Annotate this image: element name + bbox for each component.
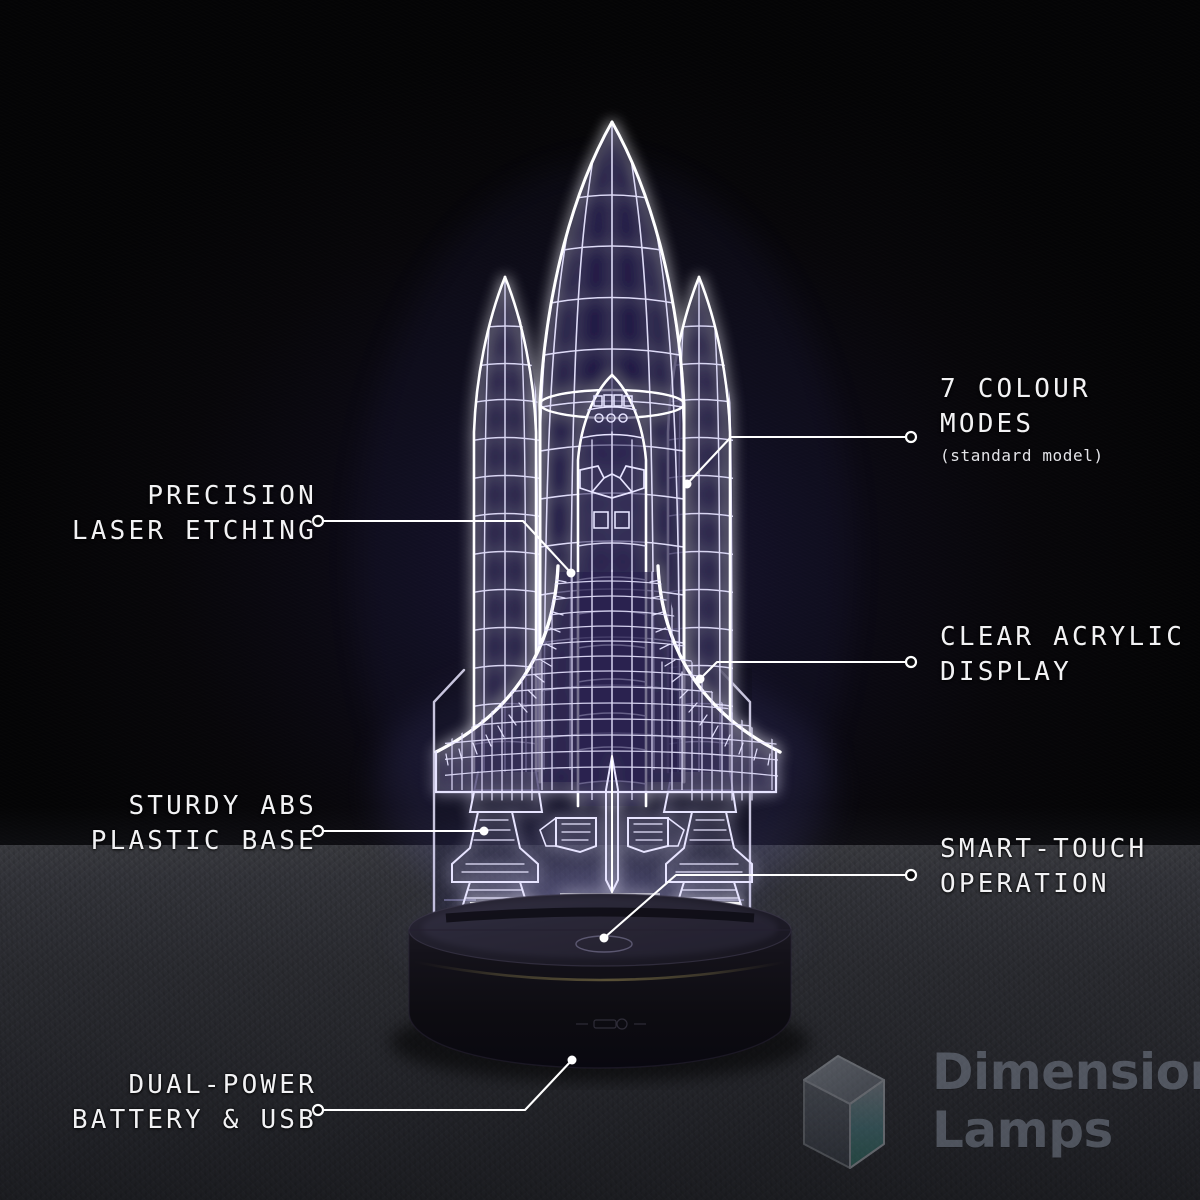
callout-line-2: OPERATION (940, 869, 1110, 899)
nose-thrusters (594, 413, 628, 423)
mid-hatches (593, 511, 630, 529)
callout-clear-acrylic: CLEAR ACRYLIC DISPLAY (940, 620, 1185, 690)
leader-target-colour-modes (682, 479, 692, 489)
leader-target-dual-power (567, 1055, 577, 1065)
callout-line-1: SMART-TOUCH (940, 834, 1148, 864)
callout-dual-power: DUAL-POWER BATTERY & USB (72, 1068, 317, 1138)
callout-laser-etching: PRECISION LASER ETCHING (72, 479, 317, 549)
leader-anchor-clear-acrylic[interactable] (904, 655, 918, 669)
brand-name-line-1: Dimension (932, 1043, 1200, 1101)
callout-colour-modes: 7 COLOUR MODES (standard model) (940, 372, 1104, 467)
leader-line-dual-power (322, 1058, 574, 1112)
leader-anchor-laser-etching[interactable] (311, 514, 325, 528)
leader-target-abs-base (479, 826, 489, 836)
cockpit-windows (593, 394, 633, 407)
cube-logo-icon (803, 1055, 885, 1169)
brand-watermark: Dimension Lamps (800, 1040, 1200, 1188)
callout-line-1: CLEAR ACRYLIC (940, 622, 1186, 652)
callout-line-2: BATTERY & USB (71, 1105, 317, 1135)
callout-abs-base: STURDY ABS PLASTIC BASE (91, 789, 317, 859)
leader-target-clear-acrylic (695, 674, 705, 684)
etched-wireframe (434, 120, 782, 909)
callout-line-1: 7 COLOUR (940, 374, 1091, 404)
leader-line-colour-modes (685, 435, 907, 486)
callout-line-2: DISPLAY (940, 657, 1072, 687)
callout-line-2: MODES (940, 409, 1035, 439)
callout-line-2: LASER ETCHING (71, 516, 317, 546)
leader-line-laser-etching (322, 519, 573, 575)
callout-line-1: STURDY ABS (128, 791, 317, 821)
leader-anchor-colour-modes[interactable] (904, 430, 918, 444)
callout-smart-touch: SMART-TOUCH OPERATION (940, 832, 1147, 902)
leader-anchor-abs-base[interactable] (311, 824, 325, 838)
lamp-base (390, 893, 810, 1082)
brand-name-line-2: Lamps (932, 1101, 1113, 1159)
callout-line-1: PRECISION (147, 481, 317, 511)
callout-line-1: DUAL-POWER (128, 1070, 317, 1100)
leader-anchor-smart-touch[interactable] (904, 868, 918, 882)
support-feet (451, 811, 753, 909)
callout-line-2: PLASTIC BASE (90, 826, 317, 856)
usb-port[interactable] (576, 1018, 646, 1030)
engine-cluster (539, 755, 685, 895)
leader-target-laser-etching (566, 568, 576, 578)
leader-anchor-dual-power[interactable] (311, 1103, 325, 1117)
leader-line-clear-acrylic (698, 660, 907, 681)
callout-subtext: (standard model) (940, 446, 1104, 465)
leader-line-smart-touch (602, 873, 907, 940)
leader-target-smart-touch (599, 933, 609, 943)
